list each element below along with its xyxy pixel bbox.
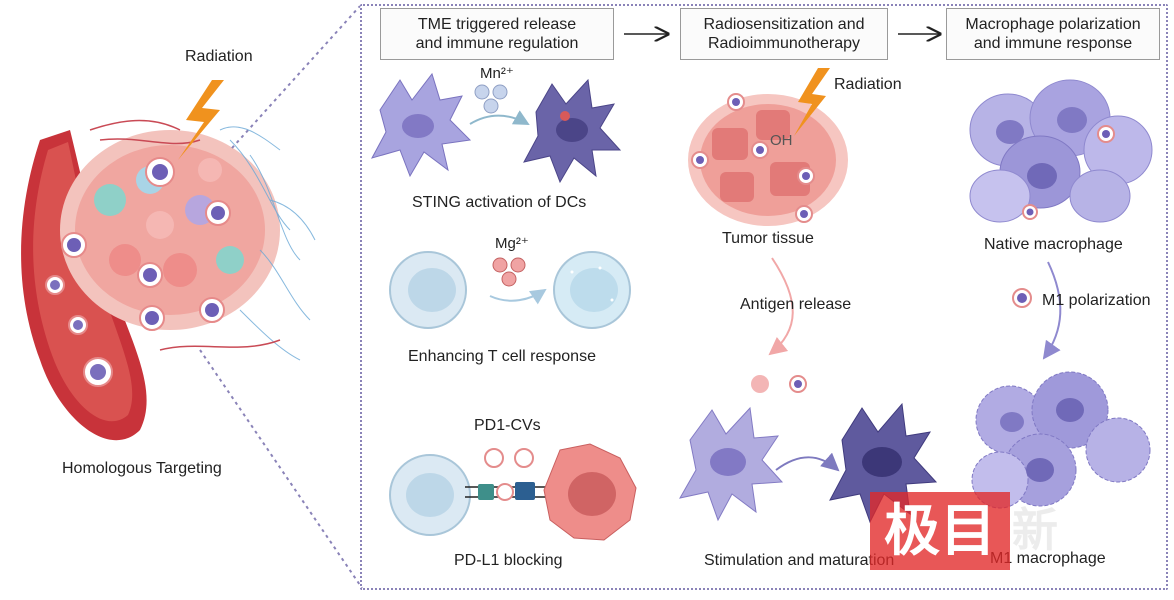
stimulation-maturation-caption: Stimulation and maturation: [704, 552, 895, 569]
pd1-cvs-label: PD1-CVs: [474, 417, 541, 434]
lightning-icon: [178, 80, 224, 160]
dendritic-cell-col2-immature: [679, 406, 784, 522]
watermark-faint-text: 新: [1012, 503, 1058, 557]
lightning-icon-col2: [794, 68, 830, 136]
t-cell-pd1: [389, 454, 471, 536]
mn-ion-label: Mn²⁺: [480, 65, 514, 82]
detail-frame: [360, 4, 1168, 590]
m1-macrophage-caption: M1 macrophage: [990, 550, 1106, 567]
column1-illustrations: [370, 72, 637, 541]
t-cell-activated: [553, 251, 631, 329]
dendritic-cell-immature: [370, 72, 472, 178]
tumor-tissue: [688, 93, 848, 226]
sting-activation-caption: STING activation of DCs: [412, 194, 587, 211]
capillary-network: [219, 126, 316, 361]
tumor-mass: [60, 130, 280, 331]
native-macrophage-cluster: [969, 79, 1153, 223]
radiation-label-left: Radiation: [185, 48, 253, 65]
homologous-targeting-caption: Homologous Targeting: [62, 460, 222, 477]
mg-ion-label: Mg²⁺: [495, 235, 529, 252]
dendritic-cell-activated: [523, 78, 622, 184]
radiation-label-col2: Radiation: [834, 76, 902, 93]
watermark-logo: 极目: [870, 492, 1010, 570]
dendritic-cell-col2-mature: [829, 402, 938, 524]
homologous-targeting-illustration: [21, 80, 316, 441]
pd-l1-blocking-caption: PD-L1 blocking: [454, 552, 563, 569]
tumor-tissue-caption: Tumor tissue: [722, 230, 814, 247]
tumor-cell-pdl1: [543, 443, 637, 541]
m1-macrophage-cluster: [971, 371, 1151, 509]
t-cell-resting: [389, 251, 467, 329]
native-macrophage-caption: Native macrophage: [984, 236, 1123, 253]
antigen-release-label: Antigen release: [740, 296, 852, 313]
t-cell-response-caption: Enhancing T cell response: [408, 348, 596, 365]
vessel-vesicle-icon: [45, 275, 113, 387]
hydroxyl-radical-label: OH: [770, 132, 793, 149]
m1-polarization-label: M1 polarization: [1042, 292, 1151, 309]
